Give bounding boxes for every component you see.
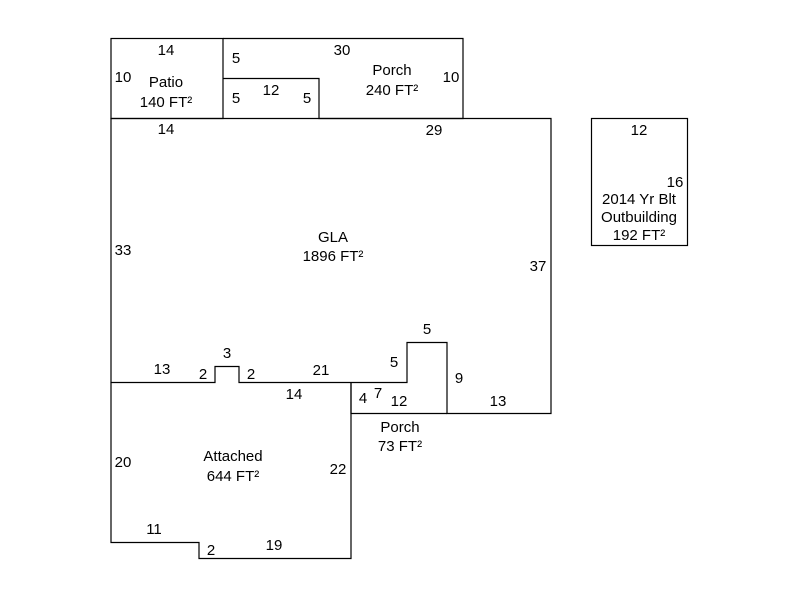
porch-bottom-outline <box>350 382 447 415</box>
patio-area: 140 FT² <box>140 94 193 111</box>
dim-label: 30 <box>334 42 351 59</box>
dim-label: 10 <box>115 69 132 86</box>
porch-top-label: Porch <box>372 62 411 79</box>
dim-label: 14 <box>286 386 303 403</box>
porch-bottom-area: 73 FT² <box>378 438 422 455</box>
dim-label: 5 <box>303 90 311 107</box>
attached-label: Attached <box>203 448 262 465</box>
dim-label: 5 <box>423 321 431 338</box>
gla-label: GLA <box>318 229 348 246</box>
dim-label: 10 <box>443 69 460 86</box>
dim-label: 5 <box>390 354 398 371</box>
patio-label: Patio <box>149 74 183 91</box>
porch-bottom-label: Porch <box>380 419 419 436</box>
dim-label: 12 <box>263 82 280 99</box>
dim-label: 2 <box>199 366 207 383</box>
dim-label: 21 <box>313 362 330 379</box>
dim-label: 22 <box>330 461 347 478</box>
dim-label: 12 <box>391 393 408 410</box>
dim-label: 9 <box>455 370 463 387</box>
dim-label: 12 <box>631 122 648 139</box>
dim-label: 4 <box>359 390 367 407</box>
dim-label: 29 <box>426 122 443 139</box>
attached-area: 644 FT² <box>207 468 260 485</box>
dim-label: 16 <box>667 174 684 191</box>
attached-outline <box>110 382 352 560</box>
gla-area: 1896 FT² <box>303 248 364 265</box>
dim-label: 13 <box>154 361 171 378</box>
gla-outline <box>110 117 552 415</box>
outbuilding-area: 192 FT² <box>613 227 666 244</box>
dim-label: 11 <box>146 521 162 538</box>
dim-label: 20 <box>115 454 132 471</box>
dim-label: 33 <box>115 242 132 259</box>
dim-label: 7 <box>374 385 382 402</box>
dim-label: 14 <box>158 42 175 59</box>
dim-label: 19 <box>266 537 283 554</box>
dim-label: 37 <box>530 258 547 275</box>
dim-label: 5 <box>232 90 240 107</box>
dim-label: 14 <box>158 121 175 138</box>
dim-label: 5 <box>232 50 240 67</box>
dim-label: 3 <box>223 345 231 362</box>
dim-label: 2 <box>247 366 255 383</box>
outbuilding-outline <box>590 117 689 247</box>
outbuilding-label: Outbuilding <box>601 209 677 226</box>
dim-label: 2 <box>207 542 215 559</box>
porch-top-area: 240 FT² <box>366 82 419 99</box>
outbuilding-year: 2014 Yr Blt <box>602 191 677 208</box>
dim-label: 13 <box>490 393 507 410</box>
